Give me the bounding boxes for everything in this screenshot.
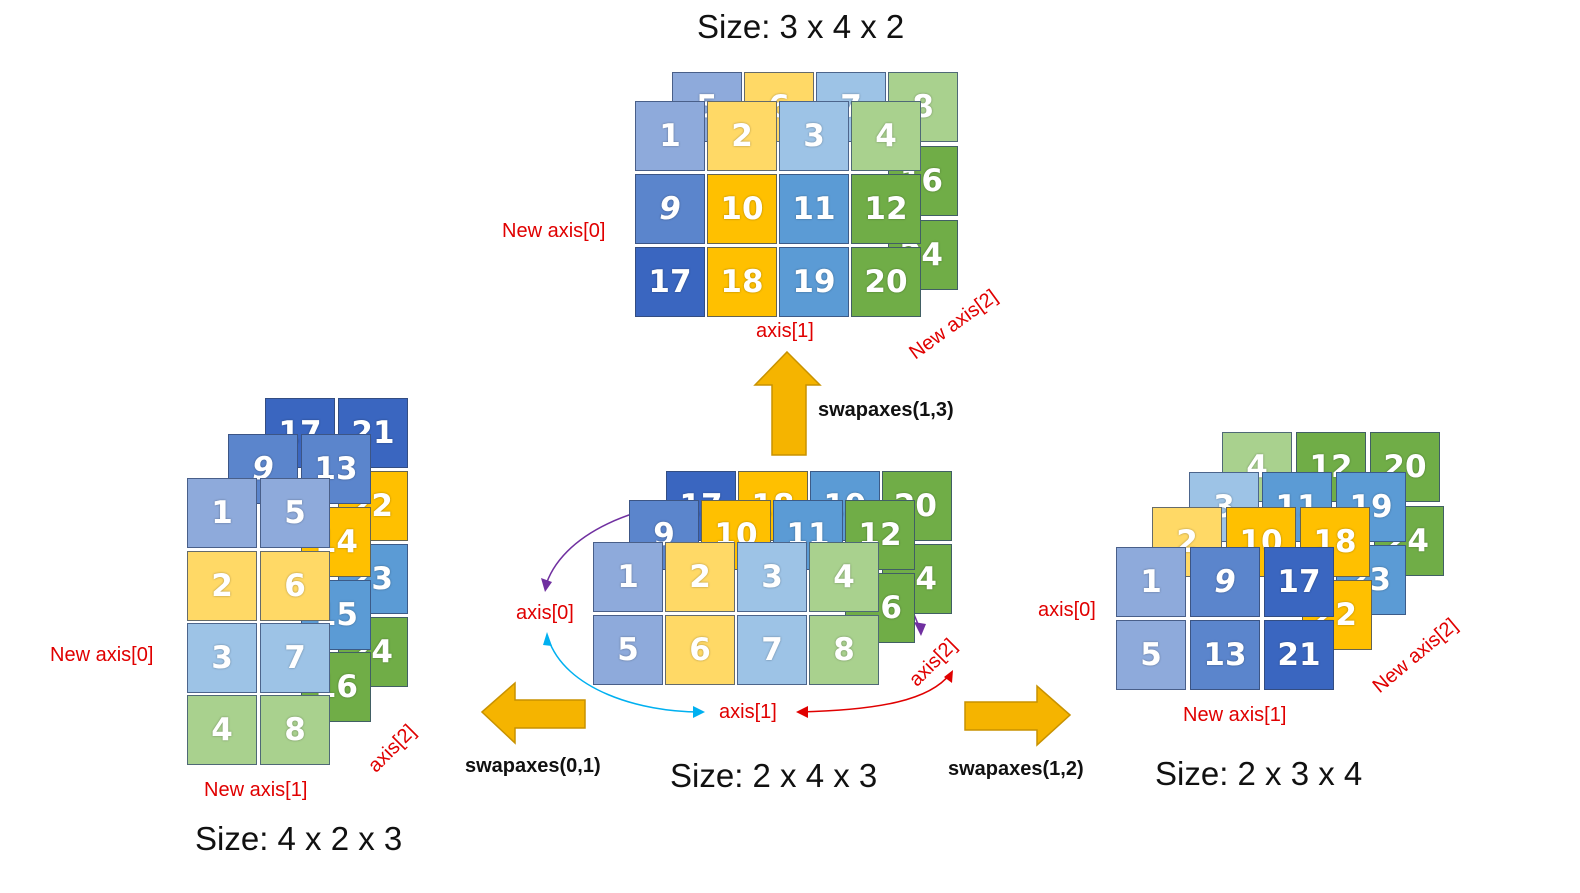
cell: 18 <box>707 247 777 317</box>
swapaxes-1-2-label: swapaxes(1,2) <box>948 758 1084 780</box>
cell: 2 <box>187 551 257 621</box>
swapaxes-0-1-label: swapaxes(0,1) <box>465 755 601 777</box>
cell: 1 <box>187 478 257 548</box>
left-size-label: Size: 4 x 2 x 3 <box>195 820 403 857</box>
swap-arrow-left <box>480 681 586 745</box>
right-size-label: Size: 2 x 3 x 4 <box>1155 755 1363 792</box>
cell: 11 <box>773 500 843 570</box>
original-axis1-label: axis[1] <box>719 701 777 723</box>
cell: 18 <box>1300 507 1370 577</box>
curve-axis0-axis1 <box>547 637 701 713</box>
cell: 6 <box>260 551 330 621</box>
cell: 17 <box>635 247 705 317</box>
cell: 21 <box>1264 620 1334 690</box>
cell: 4 <box>187 695 257 765</box>
swap-arrow-up <box>753 350 822 456</box>
cell: 3 <box>737 542 807 612</box>
top-size-label: Size: 3 x 4 x 2 <box>697 8 905 45</box>
cell: 4 <box>809 542 879 612</box>
cell: 3 <box>187 623 257 693</box>
swapaxes-1-3-label: swapaxes(1,3) <box>818 399 954 421</box>
cell: 4 <box>851 101 921 171</box>
cell: 9 <box>1190 547 1260 617</box>
cell: 2 <box>707 101 777 171</box>
cell: 13 <box>1190 620 1260 690</box>
cell: 5 <box>260 478 330 548</box>
curve-axis1-axis2 <box>799 673 951 713</box>
original-size-label: Size: 2 x 4 x 3 <box>670 757 878 794</box>
cell: 7 <box>737 615 807 685</box>
original-axis0-label: axis[0] <box>516 602 574 624</box>
cell: 17 <box>1264 547 1334 617</box>
cell: 1 <box>635 101 705 171</box>
cell: 13 <box>301 434 371 504</box>
cell: 19 <box>779 247 849 317</box>
cell: 1 <box>1116 547 1186 617</box>
swap-arrow-right <box>964 684 1072 747</box>
top-axis1-label: axis[1] <box>756 320 814 342</box>
right-new-axis1-label: New axis[1] <box>1183 704 1287 726</box>
left-new-axis0-label: New axis[0] <box>50 644 154 666</box>
cell: 9 <box>635 174 705 244</box>
cell: 7 <box>260 623 330 693</box>
cell: 8 <box>809 615 879 685</box>
cell: 5 <box>1116 620 1186 690</box>
cell: 12 <box>851 174 921 244</box>
cell: 1 <box>593 542 663 612</box>
cell: 2 <box>665 542 735 612</box>
top-new-axis0-label: New axis[0] <box>502 220 606 242</box>
cell: 3 <box>779 101 849 171</box>
cell: 10 <box>707 174 777 244</box>
cell: 6 <box>665 615 735 685</box>
cell: 5 <box>593 615 663 685</box>
cell: 20 <box>851 247 921 317</box>
left-new-axis1-label: New axis[1] <box>204 779 308 801</box>
cell: 20 <box>1370 432 1440 502</box>
cell: 11 <box>779 174 849 244</box>
cell: 8 <box>260 695 330 765</box>
right-axis0-label: axis[0] <box>1038 599 1096 621</box>
